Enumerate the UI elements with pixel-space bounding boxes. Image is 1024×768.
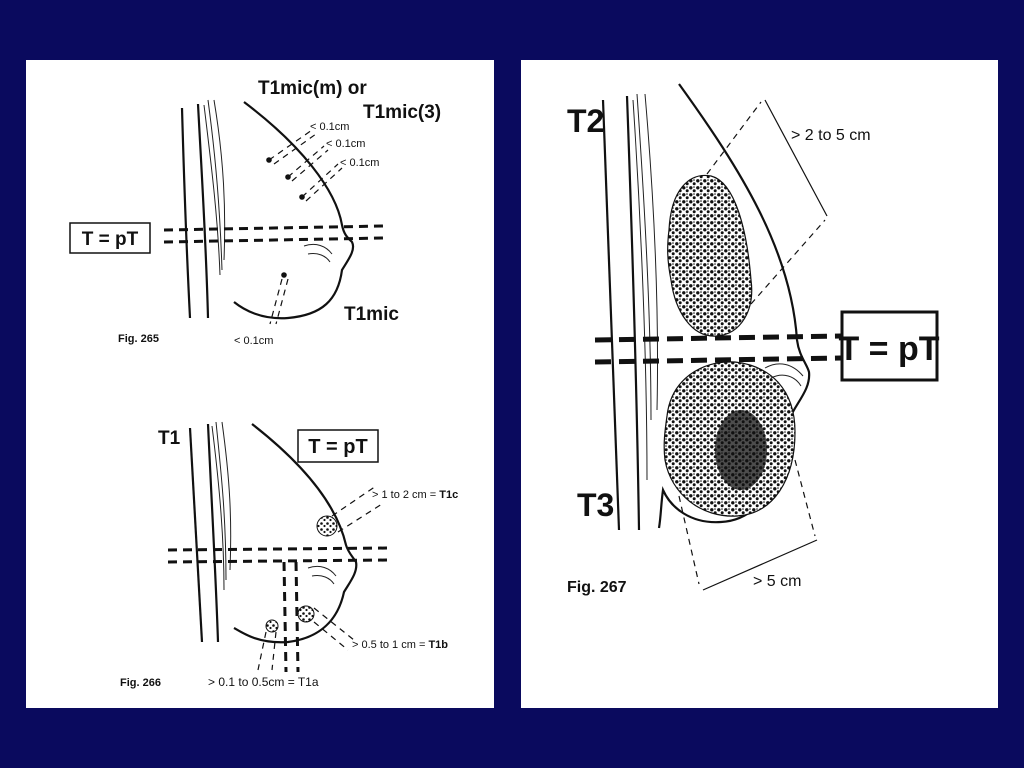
- size-label-2: < 0.1cm: [326, 138, 365, 150]
- t2-size-label: > 2 to 5 cm: [791, 127, 871, 144]
- t3-dimension-line: [702, 539, 818, 591]
- muscle-line: [211, 425, 225, 591]
- t-pt-box: [297, 429, 379, 463]
- t-pt-box-label: T = pT: [82, 229, 139, 250]
- size-leader: [301, 163, 343, 202]
- t1-label: T1: [158, 428, 181, 449]
- t-pt-box: [69, 222, 151, 254]
- t3-dimension-leader: [794, 459, 816, 537]
- focus-dot: [281, 272, 287, 278]
- fig266-diagram: T = pT T1 > 1 to 2 cm = T1c > 0.5 to 1 c…: [120, 421, 458, 689]
- tumor-t3-core: [715, 410, 767, 490]
- t3-size-label: > 5 cm: [753, 573, 801, 590]
- chest-wall-line: [188, 427, 204, 643]
- muscle-line: [203, 104, 221, 276]
- left-figure-panel: T = pT T1mic(m) or T1mic(3) < 0.1cm < 0.…: [26, 60, 494, 708]
- chest-wall-line: [180, 107, 192, 319]
- muscle-line: [632, 99, 648, 481]
- t-pt-box: [840, 310, 939, 382]
- muscle-line: [636, 93, 652, 421]
- fig267-diagram: T = pT T2 > 2 to 5 cm T3 > 5 cm Fig. 267: [567, 83, 940, 596]
- chest-wall-line: [601, 99, 621, 531]
- section-line: [594, 355, 842, 365]
- nipple-detail: [307, 565, 337, 585]
- fig265-title-line1: T1mic(m) or: [258, 78, 367, 99]
- size-label-bottom: < 0.1cm: [234, 335, 273, 347]
- size-leader: [331, 485, 383, 533]
- size-label-3: < 0.1cm: [340, 157, 379, 169]
- fig265-fig266-diagrams: T = pT T1mic(m) or T1mic(3) < 0.1cm < 0.…: [69, 78, 458, 689]
- t1c-range: > 1 to 2 cm = T1c: [372, 489, 458, 501]
- section-line: [167, 558, 389, 564]
- nipple-detail: [764, 363, 804, 387]
- section-line: [167, 546, 389, 552]
- chest-wall-line: [206, 423, 220, 643]
- t3-label: T3: [577, 487, 614, 523]
- fig267-caption: Fig. 267: [567, 579, 627, 596]
- muscle-line: [221, 421, 232, 571]
- right-figure-panel: T = pT T2 > 2 to 5 cm T3 > 5 cm Fig. 267: [521, 60, 998, 708]
- muscle-line: [644, 93, 658, 411]
- section-line: [163, 236, 385, 244]
- nipple-detail: [303, 243, 333, 263]
- tumor-t1a: [265, 619, 279, 633]
- t-pt-box-label: T = pT: [838, 330, 939, 368]
- section-line: [594, 333, 842, 343]
- muscle-line: [215, 421, 227, 581]
- chest-wall-line: [196, 103, 210, 319]
- t2-dimension-leader: [750, 219, 826, 305]
- section-line: [163, 224, 385, 232]
- fig265-caption: Fig. 265: [118, 333, 159, 345]
- t1a-label: > 0.1 to 0.5cm = T1a: [208, 675, 319, 689]
- t2-label: T2: [567, 103, 604, 139]
- fig266-caption: Fig. 266: [120, 677, 161, 689]
- t-pt-box-label: T = pT: [308, 436, 367, 458]
- vertical-section-line: [282, 561, 288, 673]
- muscle-line: [213, 99, 226, 261]
- tumor-t2: [667, 174, 753, 337]
- size-leader: [268, 129, 317, 165]
- size-leader: [287, 145, 329, 182]
- t2-dimension-line: [764, 99, 828, 217]
- chest-wall-line: [625, 95, 641, 531]
- size-leader: [313, 607, 355, 651]
- fig265-diagram: T = pT T1mic(m) or T1mic(3) < 0.1cm < 0.…: [69, 78, 441, 347]
- muscle-line: [207, 99, 223, 271]
- breast-outline: [233, 101, 355, 320]
- t1b-range: > 0.5 to 1 cm = T1b: [352, 639, 448, 651]
- t2-dimension-leader: [706, 101, 762, 175]
- fig265-title-line2: T1mic(3): [363, 102, 441, 123]
- size-leader: [257, 631, 277, 671]
- vertical-section-line: [294, 561, 300, 673]
- size-label-1: < 0.1cm: [310, 121, 349, 133]
- t1mic-label: T1mic: [344, 304, 399, 325]
- size-leader: [269, 278, 289, 325]
- tumor-t1b: [297, 605, 315, 623]
- breast-outline: [233, 423, 358, 644]
- tumor-t1c: [316, 515, 338, 537]
- t3-dimension-leader: [678, 495, 700, 585]
